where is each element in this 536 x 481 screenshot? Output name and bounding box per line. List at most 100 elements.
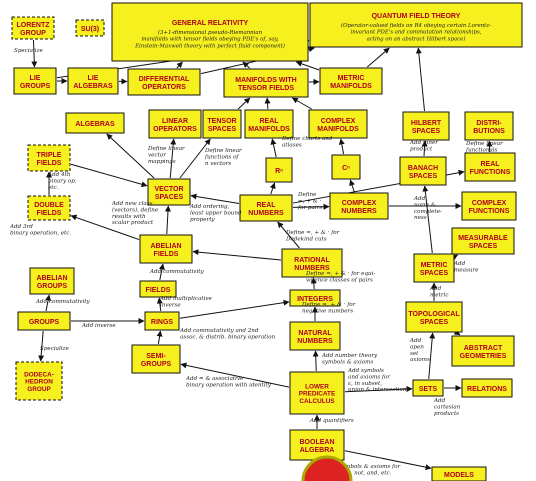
node-label-lower: CALCULUS <box>299 398 335 405</box>
node-label-complexnum: COMPLEX <box>342 200 377 207</box>
edge-label-fields-abelianfields: Add commutativity <box>149 269 205 275</box>
edge-vector-to-tensorsp <box>179 138 211 179</box>
node-box-realman <box>244 109 294 139</box>
node-box-rn <box>265 157 293 183</box>
node-label-abelianfields: ABELIAN <box>150 243 181 250</box>
node-sublabel-gr: (3+1-dimensional pseudo-Riemannian <box>158 29 263 36</box>
node-box-rings <box>144 311 180 331</box>
edge-boolean-to-models <box>344 450 432 471</box>
edge-groups-to-dodeca <box>38 330 45 362</box>
node-label-vector: SPACES <box>155 194 184 201</box>
node-box-cn <box>331 154 361 180</box>
edge-integers-to-rational <box>310 277 317 290</box>
node-label-models: MODELS <box>444 472 474 479</box>
edge-triple-to-vector <box>70 163 148 188</box>
node-label-tensorsp: TENSOR <box>207 118 236 125</box>
edge-abelianfields-to-double <box>70 214 140 241</box>
node-rings: RINGS <box>144 311 180 331</box>
node-label-banach: BANACH <box>408 165 438 172</box>
node-label-abeliangroups: GROUPS <box>37 283 68 290</box>
node-label-gr: GENERAL RELATIVITY <box>172 20 249 27</box>
node-distrib: DISTRI-BUTIONS <box>464 111 514 141</box>
node-label-complexnum: NUMBERS <box>341 208 377 215</box>
node-label-dodeca: HEDRON <box>25 379 53 386</box>
node-label-complexfun: COMPLEX <box>472 200 507 207</box>
node-label-abstractgeom: GEOMETRIES <box>460 353 507 360</box>
node-label-tensorsp: SPACES <box>208 126 237 133</box>
edge-metricsp-to-measurable <box>451 254 459 261</box>
edge-cn-to-complexman <box>338 138 345 155</box>
edge-vector-to-algebras <box>106 133 155 179</box>
edge-label-groups-dodeca: Specialize <box>40 346 70 352</box>
edge-groups-to-abeliangroups <box>45 294 52 312</box>
node-label-lower: PREDICATE <box>299 391 336 398</box>
edge-lower-to-natural <box>312 350 319 372</box>
node-box-metricman <box>319 67 383 95</box>
node-label-boolean: BOOLEAN <box>300 439 335 446</box>
node-box-complexman <box>308 109 368 139</box>
node-label-qft: QUANTUM FIELD THEORY <box>372 13 461 20</box>
node-label-double: FIELDS <box>37 210 62 217</box>
edge-lower-to-semigroups <box>180 362 290 388</box>
edge-semigroups-to-rings <box>156 330 163 345</box>
edge-metricsp-to-banach <box>422 185 433 254</box>
node-sublabel-gr: Einstein-Maxwell theory with perfect flu… <box>134 42 285 49</box>
node-label-linops: LINEAR <box>162 118 188 125</box>
node-label-rings: RINGS <box>151 319 174 326</box>
node-sublabel-qft: (Operator-valued fields on R4 obeying ce… <box>341 22 491 29</box>
node-label-metricman: METRIC <box>338 75 365 82</box>
node-label-realfun: REAL <box>480 161 500 168</box>
node-box-linops <box>148 109 202 139</box>
node-box-triple <box>27 144 71 172</box>
node-label-relations: RELATIONS <box>467 386 507 393</box>
node-label-su3: SU(3) <box>81 26 99 33</box>
node-box-liealg <box>67 67 119 95</box>
edge-label-integers-rational: Define =, + & · for equi-valence classes… <box>305 271 375 283</box>
node-integers: INTEGERS <box>289 289 341 307</box>
edge-realnum-to-rn <box>269 182 276 195</box>
node-label-triple: FIELDS <box>37 160 62 167</box>
partial-circle-decoration <box>301 455 353 481</box>
node-box-natural <box>289 321 341 351</box>
node-label-natural: NUMBERS <box>297 338 333 345</box>
node-box-topological <box>405 301 463 333</box>
node-label-rn: Rⁿ <box>275 168 283 175</box>
node-box-manifolds <box>223 68 309 98</box>
edge-banach-to-hilbert <box>421 140 428 157</box>
edge-label-groups-rings: Add inverse <box>81 323 116 329</box>
node-sets: SETS <box>412 379 444 397</box>
node-box-gr <box>111 2 309 62</box>
edge-abelianfields-to-vector <box>164 205 171 235</box>
node-box-qft <box>309 2 523 48</box>
node-label-complexfun: FUNCTIONS <box>469 208 510 215</box>
edge-hilbert-to-qft <box>415 47 426 112</box>
edge-rational-to-abelianfields <box>192 249 282 261</box>
node-label-groups: GROUPS <box>29 319 60 326</box>
